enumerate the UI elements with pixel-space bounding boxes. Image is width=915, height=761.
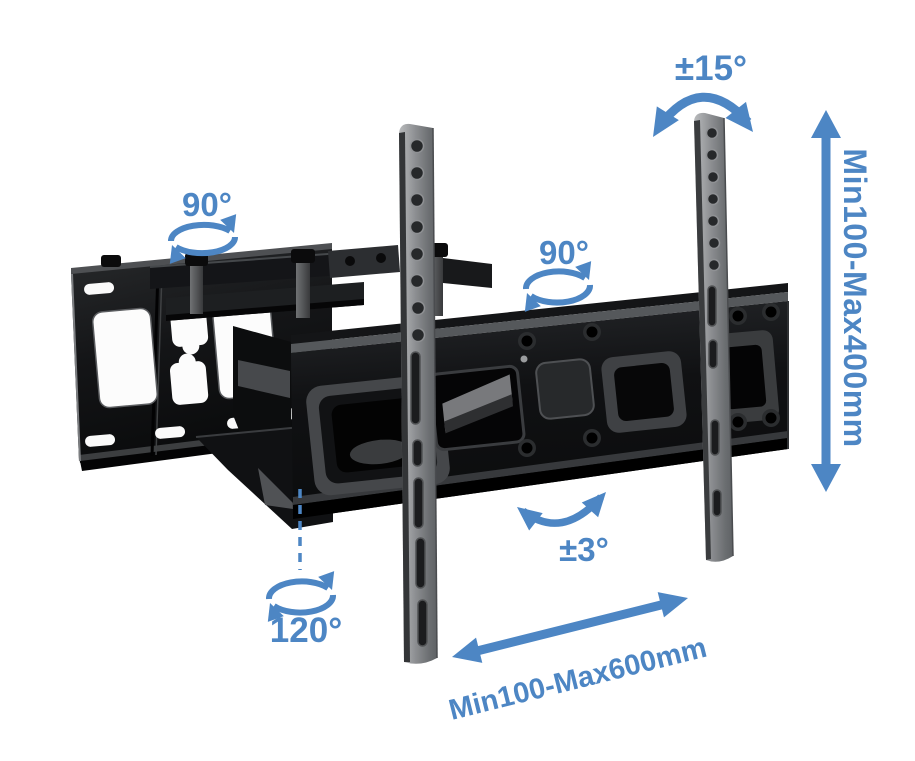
height-range-label: Min100-Max400mm [837,148,873,447]
width-range-arrow [452,592,688,663]
plate-center-opening [428,364,526,452]
rotate-icon-center [523,261,593,312]
left-vesa-rail [399,123,438,664]
wall-plate-left-cutout [92,307,158,409]
level-arc-icon [517,492,606,531]
plate-right-frame [601,351,687,433]
wall-plate-keyhole-lower [169,353,209,405]
rotate-icon-left [167,214,239,264]
annotations: 90° ±15° 90° Min100-Max400mm [167,49,873,727]
tilt-label: ±15° [675,49,747,88]
arm-bracket [328,245,400,278]
rotate-bottom-label: 120° [270,611,342,650]
plate-screw-holes [518,303,780,457]
rotate-icon-bottom [266,571,336,622]
swivel-center-label: 90° [539,234,589,271]
right-vesa-rail [694,112,734,562]
level-adjust-label: ±3° [559,531,609,568]
tilt-arc-icon [653,92,753,137]
plate-small-square [535,358,595,420]
height-range-arrow [811,110,841,492]
swivel-left-label: 90° [182,186,232,223]
